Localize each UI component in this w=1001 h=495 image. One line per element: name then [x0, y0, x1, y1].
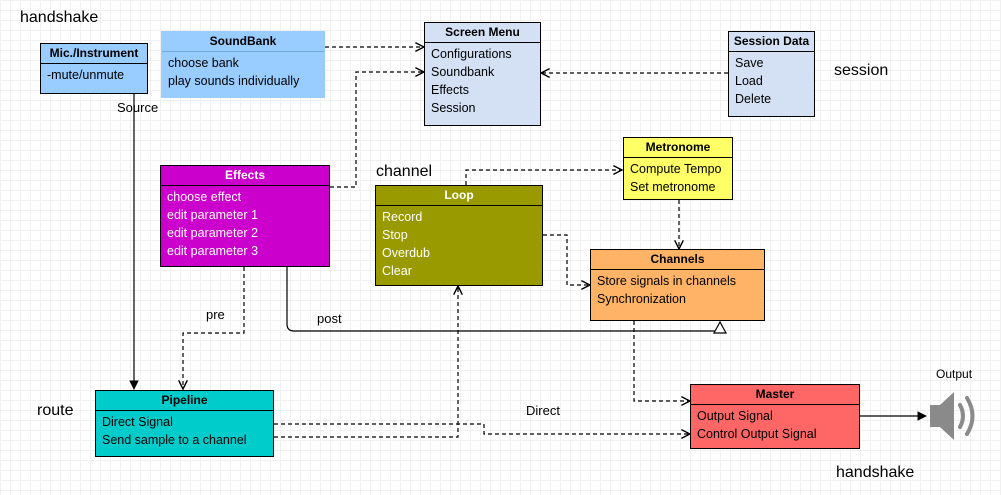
soundbank-items: choose bank play sounds individually — [162, 52, 324, 92]
session-data-item: Delete — [735, 92, 772, 106]
screen-menu-item: Soundbank — [431, 65, 495, 79]
effects-to-pipeline-pre — [183, 267, 245, 389]
inheritance-triangle — [712, 320, 728, 334]
pre-label: pre — [206, 307, 225, 322]
session-data-item: Load — [735, 74, 763, 88]
mic-instrument-title: Mic./Instrument — [41, 44, 147, 64]
metronome-item: Compute Tempo — [630, 162, 722, 176]
screen-menu-item: Configurations — [431, 47, 512, 61]
screen-menu-item: Effects — [431, 83, 469, 97]
loop-item: Overdub — [382, 246, 430, 260]
mic-instrument-box[interactable]: Mic./Instrument -mute/unmute — [40, 43, 148, 94]
handshake-bottom-label: handshake — [836, 464, 915, 481]
channels-item: Store signals in channels — [597, 274, 736, 288]
loop-item: Record — [382, 210, 423, 224]
pipeline-to-loop — [274, 286, 458, 438]
channels-item: Synchronization — [597, 292, 686, 306]
loop-title: Loop — [376, 186, 542, 206]
pipeline-to-master — [274, 423, 690, 434]
loop-to-metronome — [465, 170, 622, 185]
effects-to-channels-post — [286, 267, 721, 332]
soundbank-box[interactable]: SoundBank choose bank play sounds individ… — [161, 31, 325, 98]
handshake-top-label: handshake — [20, 9, 99, 26]
route-label: route — [37, 402, 74, 419]
channels-to-master — [633, 321, 690, 401]
pipeline-item: Direct Signal — [102, 415, 173, 429]
effects-item: edit parameter 2 — [167, 226, 259, 240]
mic-instrument-items: -mute/unmute — [41, 64, 147, 86]
soundbank-item: choose bank — [168, 56, 239, 70]
metronome-title: Metronome — [624, 138, 732, 158]
loop-item: Clear — [382, 264, 412, 278]
effects-item: edit parameter 3 — [167, 244, 259, 258]
effects-item: edit parameter 1 — [167, 208, 259, 222]
session-data-title: Session Data — [729, 32, 814, 52]
master-item: Output Signal — [697, 409, 773, 423]
speaker-icon — [930, 392, 975, 440]
output-label: Output — [936, 367, 973, 381]
session-label: session — [834, 62, 889, 79]
mic-item: -mute/unmute — [47, 68, 125, 82]
metronome-item: Set metronome — [630, 180, 716, 194]
effects-items: choose effect edit parameter 1 edit parame… — [161, 186, 329, 262]
screen-menu-item: Session — [431, 101, 476, 115]
post-label: post — [317, 311, 342, 326]
direct-label: Direct — [526, 403, 560, 418]
loop-to-channels — [543, 234, 590, 285]
loop-item: Stop — [382, 228, 408, 242]
session-data-item: Save — [735, 56, 764, 70]
master-title: Master — [691, 385, 859, 405]
effects-box[interactable]: Effects choose effect edit parameter 1 edi… — [160, 165, 330, 267]
channels-title: Channels — [591, 250, 764, 270]
soundbank-title: SoundBank — [162, 32, 324, 52]
effects-title: Effects — [161, 166, 329, 186]
effects-item: choose effect — [167, 190, 242, 204]
pipeline-item: Send sample to a channel — [102, 433, 247, 447]
soundbank-item: play sounds individually — [168, 74, 300, 88]
pipeline-title: Pipeline — [96, 391, 273, 411]
screen-menu-title: Screen Menu — [425, 23, 540, 43]
master-item: Control Output Signal — [697, 427, 817, 441]
source-label: Source — [117, 100, 159, 115]
effects-to-screenmenu — [330, 72, 424, 188]
channel-label: channel — [376, 163, 433, 180]
